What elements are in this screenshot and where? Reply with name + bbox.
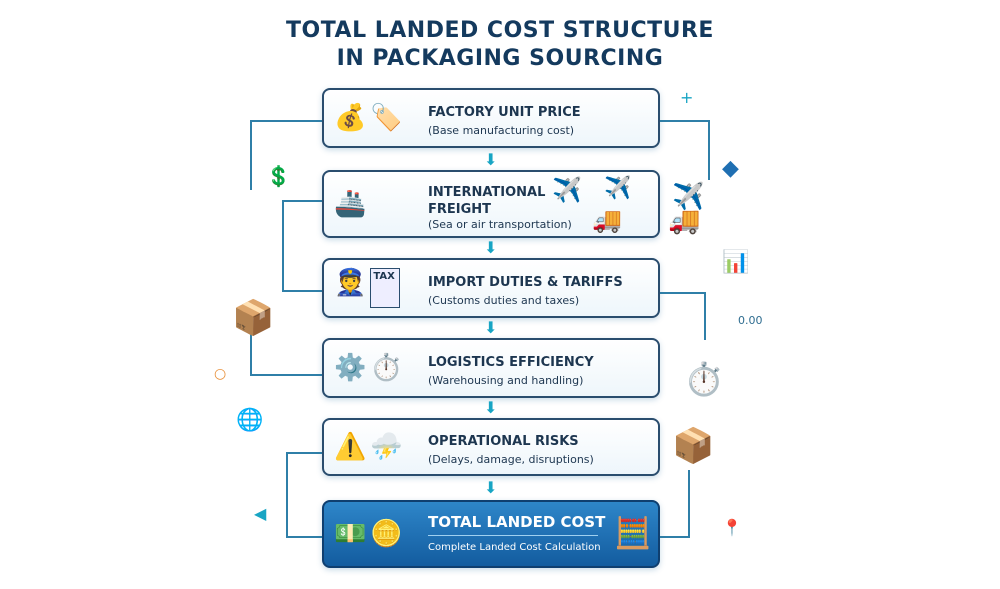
- total-landed-cost: 💵🪙 TOTAL LANDED COST Complete Landed Cos…: [322, 500, 660, 568]
- down-arrow-icon: ⬇: [484, 150, 498, 169]
- airplane-icon: ✈️: [604, 176, 632, 201]
- connector-line: [250, 120, 322, 190]
- step-factory-unit-price: 💰🏷️ FACTORY UNIT PRICE (Base manufacturi…: [322, 88, 660, 148]
- stopwatch-icon: ⏱️: [370, 353, 403, 383]
- customs-officer-icon: 👮: [334, 268, 367, 298]
- step-subtitle: (Base manufacturing cost): [428, 124, 575, 137]
- airplane-icon: ✈️: [672, 182, 705, 212]
- airplane-icon: ✈️: [552, 176, 582, 204]
- step-subtitle: (Warehousing and handling): [428, 374, 584, 387]
- price-tag-icon: 🏷️: [370, 103, 403, 133]
- money-bag-icon: 💰: [334, 103, 367, 133]
- connector-line: [250, 330, 322, 376]
- down-arrow-icon: ⬇: [484, 398, 498, 417]
- gear-icon: ⚙️: [334, 353, 367, 383]
- plus-icon: +: [680, 88, 694, 107]
- title-line-2: IN PACKAGING SOURCING: [336, 46, 664, 71]
- step-title: OPERATIONAL RISKS: [428, 434, 579, 449]
- divider: [428, 535, 598, 536]
- step-import-duties: 👮TAX IMPORT DUTIES & TARIFFS (Customs du…: [322, 258, 660, 318]
- step-subtitle: (Delays, damage, disruptions): [428, 453, 594, 466]
- total-subtitle: Complete Landed Cost Calculation: [428, 542, 601, 553]
- calculator-icon: 🧮: [614, 516, 652, 551]
- tax-calculator-icon: TAX: [370, 268, 401, 308]
- stopwatch-icon: ⏱️: [684, 360, 724, 398]
- truck-icon: 🚚: [668, 206, 701, 236]
- connector-line: [660, 120, 710, 180]
- dollar-coin-icon: 💲: [266, 164, 291, 188]
- step-subtitle: (Sea or air transportation): [428, 218, 572, 231]
- cash-stack-icon: 💵: [334, 519, 367, 549]
- cargo-ship-icon: 🚢: [334, 189, 367, 219]
- title-line-1: TOTAL LANDED COST STRUCTURE: [286, 18, 714, 43]
- warning-icon: ⚠️: [334, 432, 367, 462]
- down-arrow-icon: ⬇: [484, 478, 498, 497]
- truck-icon: 🚚: [592, 206, 622, 234]
- step-subtitle: (Customs duties and taxes): [428, 294, 580, 307]
- step-title: IMPORT DUTIES & TARIFFS: [428, 275, 623, 290]
- step-operational-risks: ⚠️⛈️ OPERATIONAL RISKS (Delays, damage, …: [322, 418, 660, 476]
- down-arrow-icon: ⬇: [484, 238, 498, 257]
- connector-line: [660, 470, 690, 538]
- step-title: FACTORY UNIT PRICE: [428, 105, 581, 120]
- cube-icon: ◆: [722, 156, 739, 181]
- down-arrow-icon: ⬇: [484, 318, 498, 337]
- connector-line: [286, 452, 322, 538]
- step-title: INTERNATIONAL FREIGHT: [428, 185, 546, 217]
- total-title: TOTAL LANDED COST: [428, 513, 606, 531]
- storm-box-icon: ⛈️: [370, 432, 403, 462]
- step-international-freight: 🚢 INTERNATIONAL FREIGHT (Sea or air tran…: [322, 170, 660, 238]
- globe-chat-icon: 🌐: [236, 408, 264, 433]
- circle-icon: ○: [214, 366, 227, 382]
- boxes-icon: 📦: [232, 298, 275, 338]
- step-title: LOGISTICS EFFICIENCY: [428, 355, 594, 370]
- coins-icon: 🪙: [370, 519, 403, 549]
- play-triangle-icon: ◀: [254, 504, 267, 523]
- open-box-icon: 📦: [672, 426, 715, 466]
- readout-text: 0.00: [738, 314, 763, 327]
- location-pin-icon: 📍: [722, 518, 742, 537]
- connector-line: [282, 200, 322, 292]
- step-logistics-efficiency: ⚙️⏱️ LOGISTICS EFFICIENCY (Warehousing a…: [322, 338, 660, 398]
- connector-line: [660, 292, 706, 340]
- bar-chart-icon: 📊: [722, 250, 750, 275]
